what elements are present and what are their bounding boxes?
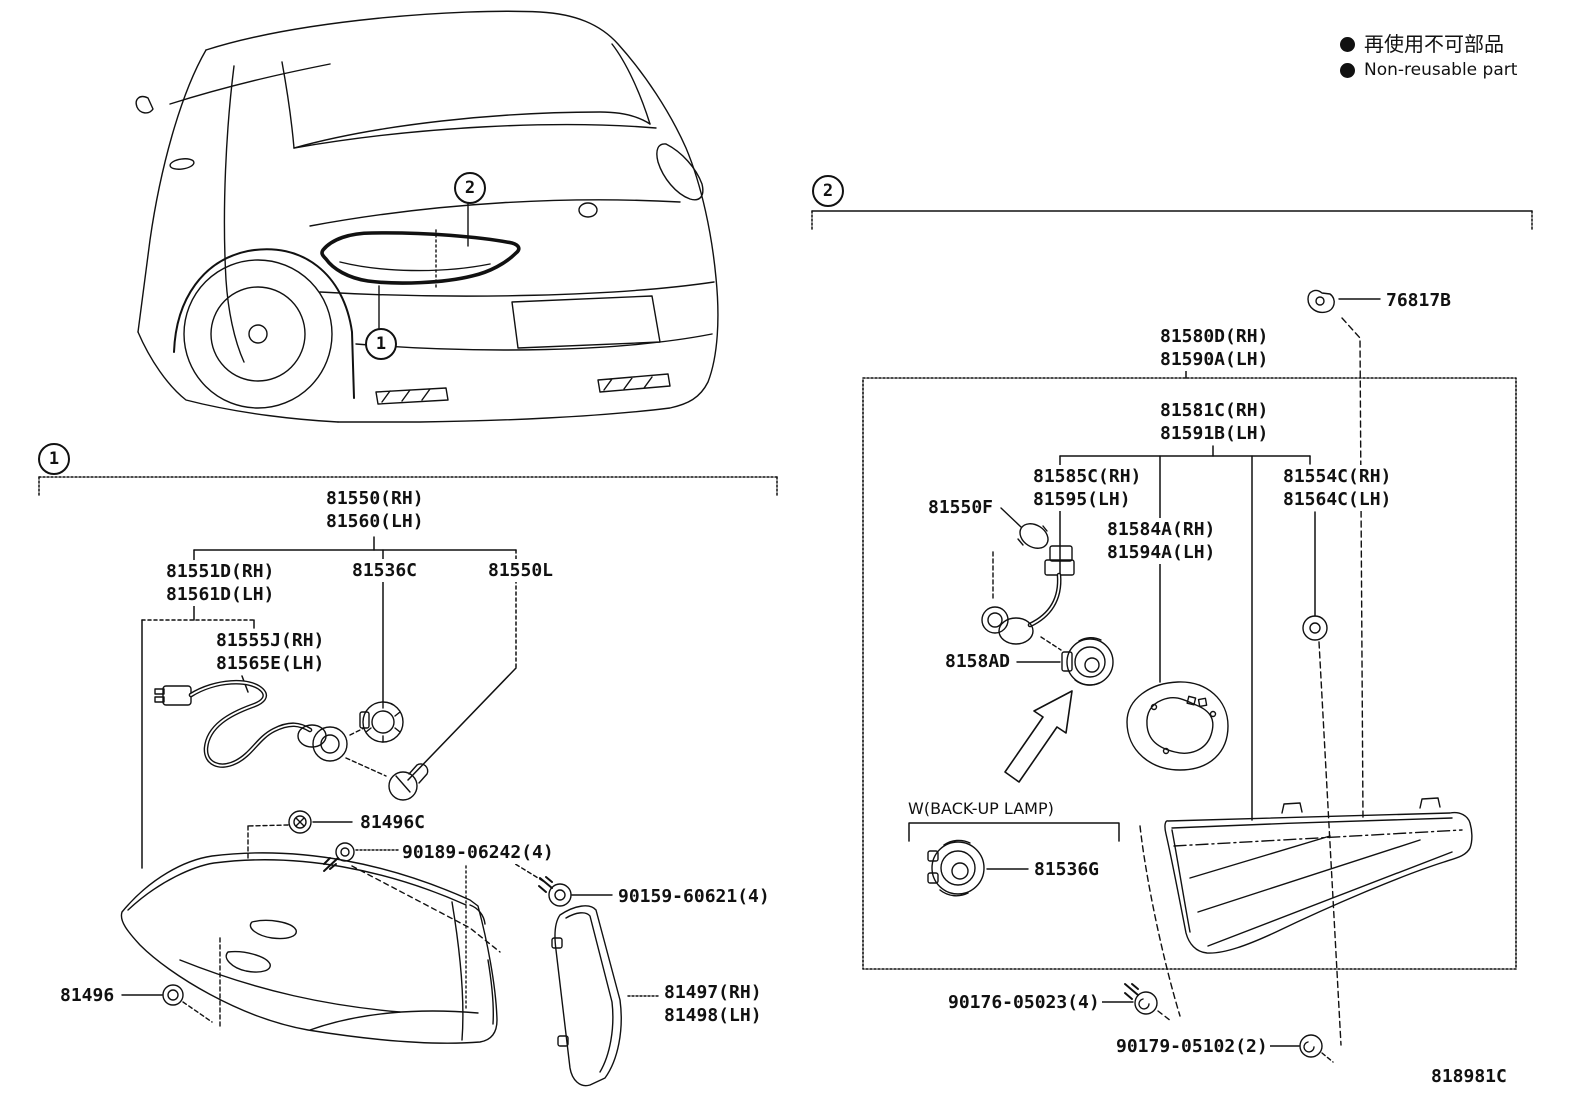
part-label-90176: 90176-05023(4)	[946, 991, 1102, 1014]
tail-lamp-highlight	[320, 200, 521, 329]
direction-arrow	[1004, 690, 1073, 783]
bulb-81550l	[388, 763, 429, 801]
part-label-81584a: 81584A(RH) 81594A(LH)	[1105, 518, 1218, 564]
section1-bracket	[38, 476, 778, 498]
socket-8158ad	[1016, 636, 1114, 686]
grommet-81496	[121, 937, 221, 1027]
part-label-76817b: 76817B	[1384, 289, 1454, 312]
part-label-90159: 90159-60621(4)	[616, 885, 772, 908]
section-1-marker: 1	[38, 443, 70, 475]
right-harness	[981, 507, 1075, 651]
screw-90159	[511, 861, 613, 907]
part-label-90179: 90179-05102(2)	[1114, 1035, 1270, 1058]
detail-box	[862, 377, 1517, 970]
clip-76817b	[1307, 289, 1381, 821]
part-label-81550: 81550(RH)81560(LH)	[324, 487, 426, 533]
part-label-81497: 81497(RH)81498(LH)	[662, 981, 764, 1027]
wire-harness	[154, 679, 429, 801]
part-label-81496: 81496	[58, 984, 117, 1007]
part-label-81580d: 81580D(RH)81590A(LH)	[1158, 325, 1271, 371]
washer-90179	[1262, 1034, 1334, 1063]
part-label-90189: 90189-06242(4)	[400, 841, 556, 864]
grommet-81496c	[247, 810, 353, 859]
non-reusable-dot-icon	[1340, 36, 1355, 52]
car-drawing	[135, 10, 719, 423]
drawing-number: 818981C	[1431, 1066, 1507, 1087]
part-label-81551d: 81551D(RH)81561D(LH)	[164, 560, 277, 606]
part-label-81496c: 81496C	[358, 811, 428, 834]
harness-socket	[312, 726, 348, 762]
legend-non-reusable-jp: 再使用不可部品	[1340, 33, 1504, 55]
bulb-81550f	[1017, 523, 1049, 549]
car-callout-2: 2	[454, 172, 486, 204]
side-lamp-piece	[551, 905, 659, 1087]
harness-socket-body	[297, 724, 327, 748]
gasket-81584a	[1126, 681, 1229, 771]
legend-non-reusable-en: Non-reusable part	[1340, 60, 1518, 80]
part-label-81550f: 81550F	[926, 496, 996, 519]
non-reusable-dot-icon	[1340, 62, 1355, 78]
part-label-81554c: 81554C(RH)81564C(LH)	[1281, 465, 1394, 511]
part-label-81555j: 81555J(RH)81565E(LH)	[214, 629, 327, 675]
inner-lamp-unit	[1139, 797, 1473, 1017]
section2-bracket	[811, 210, 1533, 230]
part-label-81550l: 81550L	[486, 559, 556, 582]
label-leader-81550f	[1000, 507, 1022, 528]
part-label-81536c: 81536C	[350, 559, 420, 582]
washer-81554c	[1302, 615, 1342, 1046]
part-label-81536g: 81536G	[1032, 858, 1102, 881]
label-backup-lamp: W(BACK-UP LAMP)	[906, 799, 1056, 819]
screw-90189	[323, 842, 501, 953]
part-label-8158ad: 8158AD	[943, 650, 1013, 673]
part-label-81581c: 81581C(RH)81591B(LH)	[1158, 399, 1271, 445]
section-2-marker: 2	[812, 175, 844, 207]
socket-81536g	[927, 839, 1029, 897]
bolt-90176	[1089, 983, 1172, 1022]
car-callout-1: 1	[365, 328, 397, 360]
backup-lamp-bracket	[908, 822, 1120, 842]
part-label-81585c: 81585C(RH)81595(LH)	[1031, 465, 1144, 511]
socket-81536c	[359, 701, 404, 743]
parts-tree-right	[1059, 361, 1316, 821]
tail-lamp-unit-outer	[120, 852, 498, 1044]
